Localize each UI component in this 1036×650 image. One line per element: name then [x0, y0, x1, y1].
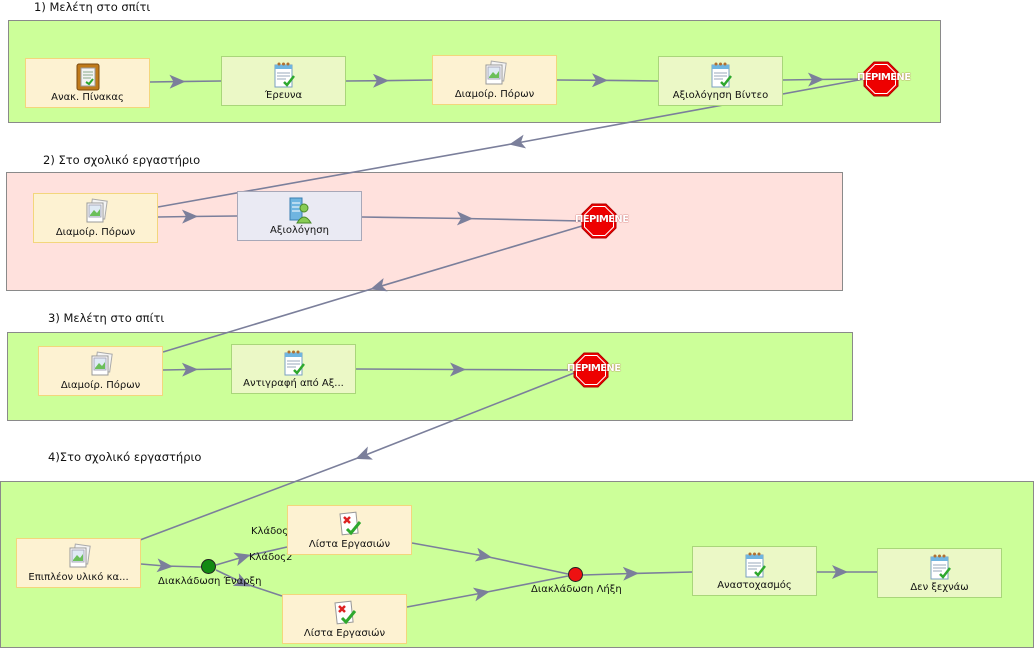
branch-start-label: Διακλάδωση Έναρξη: [158, 576, 262, 587]
node-label: Αντιγραφή από Αξ...: [243, 378, 344, 389]
branch1-label: Κλάδος1: [251, 526, 295, 537]
node-board[interactable]: Ανακ. Πίνακας: [25, 58, 150, 108]
node-extra-material[interactable]: Επιπλέον υλικό κα...: [16, 538, 141, 588]
section-label-2: 2) Στο σχολικό εργαστήριο: [43, 153, 201, 167]
stop-wait-3[interactable]: ΠΕΡΙΜΕΝΕ: [567, 352, 621, 388]
node-resource-sharing[interactable]: Διαμοίρ. Πόρων: [432, 55, 557, 105]
notepad-check-icon: [928, 553, 952, 581]
node-checklist-top[interactable]: Λίστα Εργασιών: [287, 505, 412, 555]
edge-l1-to-l2: [509, 78, 865, 149]
edge-l3-to-l4: [355, 372, 575, 460]
branch2-label: Κλάδος2: [249, 552, 293, 563]
node-label: Αξιολόγηση Βίντεο: [672, 90, 769, 101]
edge-branch1: [215, 552, 251, 566]
edge-branch2: [215, 569, 251, 587]
image-stack-icon: [89, 351, 113, 379]
image-stack-icon: [483, 60, 507, 88]
node-label: Έρευνα: [264, 90, 303, 101]
section-label-3: 3) Μελέτη στο σπίτι: [48, 311, 165, 325]
person-document-icon: [288, 196, 312, 224]
node-label: Δεν ξεχνάω: [910, 582, 969, 593]
notepad-check-icon: [709, 61, 733, 89]
node-label: Επιπλέον υλικό κα...: [28, 572, 129, 583]
checklist-cross-icon: [338, 510, 362, 538]
edge-l2-to-l3: [370, 225, 583, 292]
node-label: Διαμοίρ. Πόρων: [60, 380, 141, 391]
node-video-assessment[interactable]: Αξιολόγηση Βίντεο: [658, 56, 783, 106]
stop-wait-2[interactable]: ΠΕΡΙΜΕΝΕ: [575, 203, 629, 239]
node-assessment[interactable]: Αξιολόγηση: [237, 191, 362, 241]
node-label: Λίστα Εργασιών: [303, 628, 386, 639]
image-stack-icon: [67, 543, 91, 571]
edge-l4-to-branch: [140, 558, 173, 573]
checklist-cross-icon: [333, 599, 357, 627]
edge-l1-4a: [782, 72, 824, 87]
node-resource-sharing[interactable]: Διαμοίρ. Πόρων: [38, 346, 163, 396]
node-label: Διαμοίρ. Πόρων: [454, 89, 535, 100]
node-research[interactable]: Έρευνα: [221, 56, 346, 106]
node-copy-from[interactable]: Αντιγραφή από Αξ...: [231, 344, 356, 394]
node-label: Ανακ. Πίνακας: [51, 92, 124, 103]
edge-l3-2a: [355, 362, 466, 377]
node-label: Αξιολόγηση: [270, 225, 329, 236]
stop-label: ΠΕΡΙΜΕΝΕ: [857, 72, 911, 83]
node-label: Διαμοίρ. Πόρων: [55, 227, 136, 238]
edge-l2-2a: [361, 211, 473, 226]
edge-l3-1a: [162, 362, 198, 377]
edge-l2-1a: [157, 209, 198, 224]
branch-start-node[interactable]: [201, 559, 216, 574]
section-label-4: 4)Στο σχολικό εργαστήριο: [48, 450, 202, 464]
node-resource-sharing[interactable]: Διαμοίρ. Πόρων: [33, 193, 158, 243]
node-checklist-bottom[interactable]: Λίστα Εργασιών: [282, 594, 407, 644]
image-stack-icon: [84, 198, 108, 226]
edge-bottom-to-join: [406, 587, 490, 608]
notepad-check-icon: [743, 551, 767, 579]
edge-join-to-reflect: [582, 566, 639, 581]
node-reflection[interactable]: Αναστοχασμός: [692, 546, 817, 596]
node-label: Λίστα Εργασιών: [308, 539, 391, 550]
clipboard-icon: [76, 63, 100, 91]
branch-end-label: Διακλάδωση Λήξη: [531, 584, 622, 595]
branch-end-node[interactable]: [568, 567, 583, 582]
node-label: Αναστοχασμός: [717, 580, 792, 591]
stop-label: ΠΕΡΙΜΕΝΕ: [575, 214, 629, 225]
node-dont-forget[interactable]: Δεν ξεχνάω: [877, 548, 1002, 598]
edge-top-to-join: [411, 542, 492, 562]
notepad-check-icon: [272, 61, 296, 89]
stop-wait-1[interactable]: ΠΕΡΙΜΕΝΕ: [857, 61, 911, 97]
edge-group: [139, 72, 877, 608]
section-label-1: 1) Μελέτη στο σπίτι: [34, 0, 151, 14]
notepad-check-icon: [282, 349, 306, 377]
stop-label: ΠΕΡΙΜΕΝΕ: [567, 363, 621, 374]
